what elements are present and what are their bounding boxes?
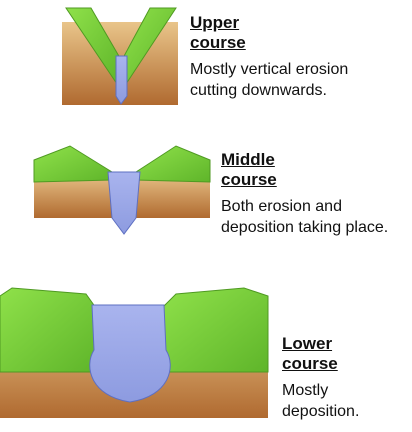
lower-course-heading: Lower course bbox=[282, 334, 410, 374]
middle-course-caption: Middle course Both erosion and depositio… bbox=[221, 150, 411, 238]
upper-course-heading-line-1: Upper bbox=[190, 13, 240, 32]
upper-course-diagram bbox=[62, 7, 178, 105]
middle-left-slope bbox=[33, 145, 113, 183]
upper-course-caption: Upper course Mostly vertical erosion cut… bbox=[190, 13, 405, 101]
lower-course-heading-line-2: course bbox=[282, 354, 338, 373]
lower-course-heading-line-1: Lower bbox=[282, 334, 333, 353]
lower-river-channel bbox=[89, 304, 171, 403]
upper-river-channel bbox=[115, 55, 128, 105]
lower-right-slope bbox=[161, 287, 269, 373]
upper-course-description: Mostly vertical erosion cutting downward… bbox=[190, 59, 405, 101]
middle-course-diagram bbox=[33, 145, 211, 235]
lower-course-description: Mostly deposition. bbox=[282, 380, 410, 422]
middle-right-slope bbox=[135, 145, 211, 183]
middle-course-description-line-2: deposition taking place. bbox=[221, 219, 389, 236]
lower-course-caption: Lower course Mostly deposition. bbox=[282, 334, 410, 422]
upper-course-description-line-2: cutting downwards. bbox=[190, 82, 327, 99]
middle-course-heading: Middle course bbox=[221, 150, 411, 190]
lower-course-diagram bbox=[0, 287, 269, 418]
middle-course-description-line-1: Both erosion and bbox=[221, 198, 342, 215]
lower-left-slope bbox=[0, 287, 97, 373]
middle-river-channel bbox=[107, 171, 141, 235]
middle-course-description: Both erosion and deposition taking place… bbox=[221, 196, 411, 238]
middle-course-heading-line-2: course bbox=[221, 170, 277, 189]
middle-course-heading-line-1: Middle bbox=[221, 150, 275, 169]
upper-course-heading: Upper course bbox=[190, 13, 405, 53]
lower-course-description-line-2: deposition. bbox=[282, 403, 360, 420]
lower-course-description-line-1: Mostly bbox=[282, 382, 329, 399]
upper-course-heading-line-2: course bbox=[190, 33, 246, 52]
upper-course-description-line-1: Mostly vertical erosion bbox=[190, 61, 349, 78]
